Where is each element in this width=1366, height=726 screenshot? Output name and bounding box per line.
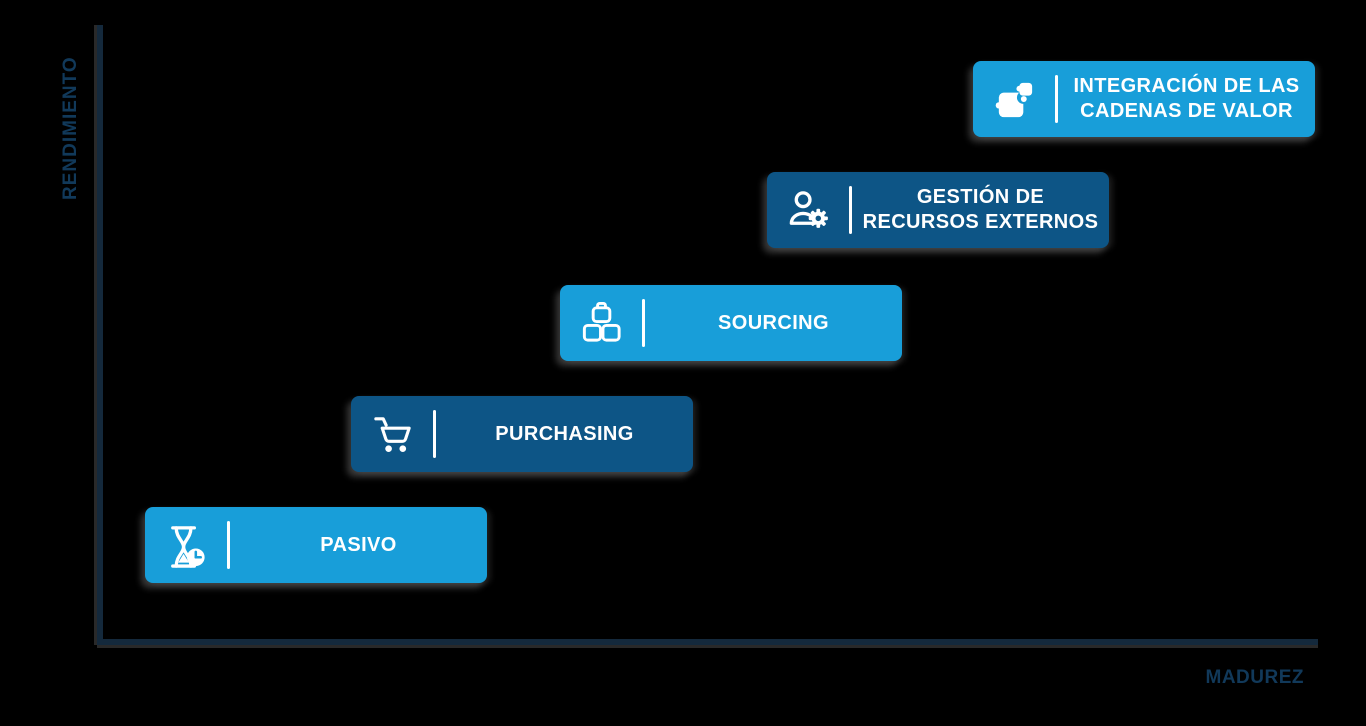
puzzle-icon bbox=[973, 76, 1055, 123]
step-label-line: GESTIÓN DE bbox=[916, 186, 1045, 208]
step-label-line: SOURCING bbox=[718, 311, 829, 334]
hourglass-clock-icon bbox=[145, 522, 227, 569]
step-label-line: PASIVO bbox=[320, 533, 397, 556]
divider bbox=[433, 410, 436, 458]
step-purchasing: PURCHASING bbox=[351, 396, 693, 472]
step-label-line: PURCHASING bbox=[495, 422, 634, 445]
divider bbox=[227, 521, 230, 569]
x-axis-label: MADUREZ bbox=[1205, 667, 1304, 688]
divider bbox=[1055, 75, 1058, 123]
step-label: GESTIÓN DE RECURSOS EXTERNOS bbox=[852, 185, 1109, 235]
step-sourcing: SOURCING bbox=[560, 285, 902, 361]
step-label: PURCHASING bbox=[436, 422, 693, 447]
packages-icon bbox=[560, 300, 642, 347]
shopping-cart-icon bbox=[351, 411, 433, 458]
y-axis-line bbox=[97, 25, 103, 645]
step-integracion-cadenas-valor: INTEGRACIÓN DE LAS CADENAS DE VALOR bbox=[973, 61, 1315, 137]
x-axis-line bbox=[97, 639, 1318, 645]
step-label: SOURCING bbox=[645, 311, 902, 336]
step-label-line: CADENAS DE VALOR bbox=[1080, 100, 1293, 122]
step-label: INTEGRACIÓN DE LAS CADENAS DE VALOR bbox=[1058, 74, 1315, 124]
divider bbox=[642, 299, 645, 347]
step-label: PASIVO bbox=[230, 533, 487, 558]
step-label-line: INTEGRACIÓN DE LAS bbox=[1073, 75, 1300, 97]
step-pasivo: PASIVO bbox=[145, 507, 487, 583]
y-axis-label: RENDIMIENTO bbox=[60, 56, 81, 200]
step-gestion-recursos-externos: GESTIÓN DE RECURSOS EXTERNOS bbox=[767, 172, 1109, 248]
person-gear-icon bbox=[767, 187, 849, 234]
divider bbox=[849, 186, 852, 234]
step-label-line: RECURSOS EXTERNOS bbox=[862, 211, 1099, 233]
